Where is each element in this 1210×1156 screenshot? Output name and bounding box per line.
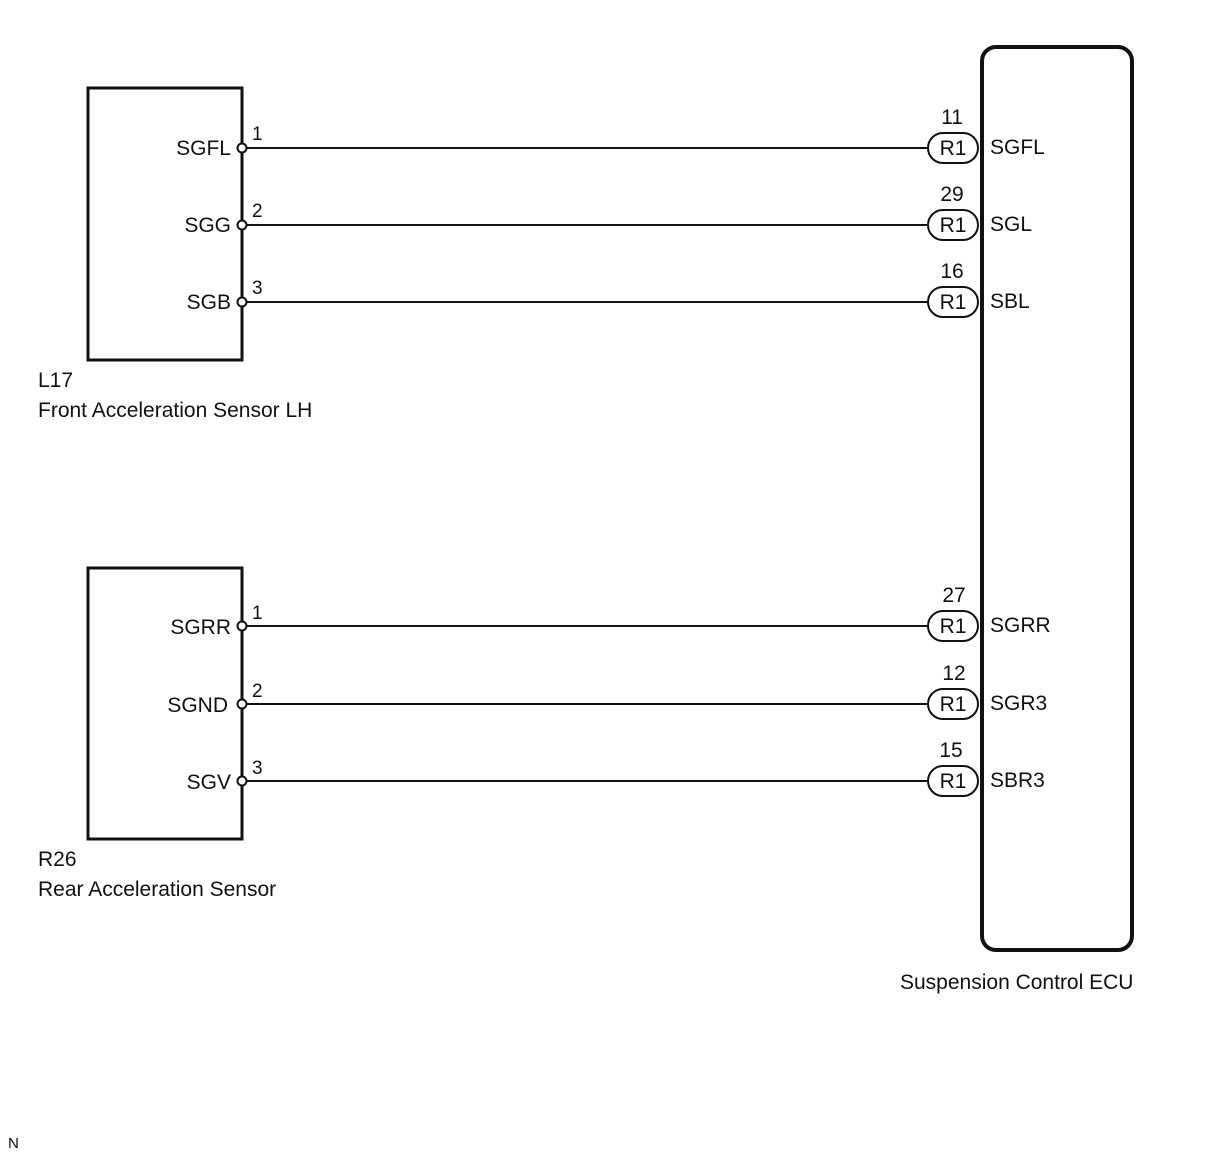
- sensor-pin-number: 3: [252, 278, 263, 299]
- sensor-terminal: [236, 219, 248, 231]
- ecu-signal-label: SGL: [990, 213, 1032, 236]
- sensor-terminal: [236, 775, 248, 787]
- ecu-signal-label: SGRR: [990, 614, 1051, 637]
- sensor-pin-number: 1: [252, 124, 263, 145]
- circuit-1: SGFL 1 R1 11 SGFL: [176, 106, 1045, 164]
- front-sensor-name: Front Acceleration Sensor LH: [38, 399, 312, 422]
- sensor-signal-label: SGV: [187, 771, 231, 794]
- sensor-terminal: [236, 296, 248, 308]
- connector-oval: [927, 610, 979, 642]
- sensor-signal-label: SGFL: [176, 137, 231, 160]
- sensor-terminal: [236, 142, 248, 154]
- ecu-pin-number: 16: [940, 260, 963, 283]
- connector-oval: [927, 286, 979, 318]
- ecu: Suspension Control ECU: [900, 45, 1134, 994]
- circuit-6: SGV 3 R1 15 SBR3: [187, 739, 1045, 797]
- ecu-pin-number: 11: [941, 106, 963, 129]
- connector-code: R1: [940, 770, 967, 793]
- connector-oval: [927, 765, 979, 797]
- connector-code: R1: [940, 693, 967, 716]
- ecu-signal-label: SGR3: [990, 692, 1047, 715]
- connector-oval: [927, 132, 979, 164]
- ecu-pin-number: 15: [939, 739, 962, 762]
- ecu-signal-label: SBR3: [990, 769, 1045, 792]
- connector-oval: [927, 209, 979, 241]
- sensor-pin-number: 2: [252, 201, 263, 222]
- sensor-signal-label: SGB: [187, 291, 231, 314]
- connector-code: R1: [940, 615, 967, 638]
- ecu-pin-number: 12: [942, 662, 965, 685]
- circuit-2: SGG 2 R1 29 SGL: [184, 183, 1032, 241]
- circuit-5: SGND 2 R1 12 SGR3: [167, 662, 1047, 720]
- ecu-signal-label: SGFL: [990, 136, 1045, 159]
- sensor-pin-number: 3: [252, 758, 263, 779]
- connector-code: R1: [940, 291, 967, 314]
- rear-sensor-code: R26: [38, 848, 77, 871]
- connector-code: R1: [940, 137, 967, 160]
- front-sensor-code: L17: [38, 369, 73, 392]
- ecu-box: [980, 45, 1134, 952]
- sensor-signal-label: SGG: [184, 214, 231, 237]
- sensor-pin-number: 2: [252, 681, 263, 702]
- sensor-signal-label: SGND: [167, 694, 228, 717]
- ecu-name: Suspension Control ECU: [900, 971, 1133, 994]
- sensor-pin-number: 1: [252, 603, 263, 624]
- ecu-signal-label: SBL: [990, 290, 1030, 313]
- sensor-signal-label: SGRR: [170, 616, 231, 639]
- rear-sensor: R26 Rear Acceleration Sensor: [38, 566, 276, 901]
- connector-code: R1: [940, 214, 967, 237]
- footer-mark: N: [8, 1135, 19, 1152]
- circuit-3: SGB 3 R1 16 SBL: [187, 260, 1030, 318]
- ecu-pin-number: 29: [940, 183, 963, 206]
- sensor-terminal: [236, 698, 248, 710]
- rear-sensor-name: Rear Acceleration Sensor: [38, 878, 276, 901]
- connector-oval: [927, 688, 979, 720]
- circuit-4: SGRR 1 R1 27 SGRR: [170, 584, 1051, 642]
- sensor-terminal: [236, 620, 248, 632]
- ecu-pin-number: 27: [942, 584, 965, 607]
